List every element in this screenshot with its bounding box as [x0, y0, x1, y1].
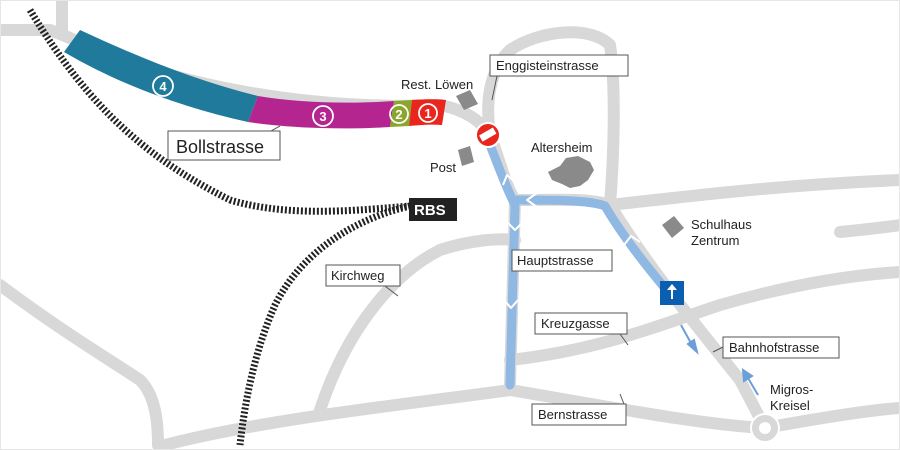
kirchweg-label: Kirchweg [331, 268, 384, 283]
bahnhofstrasse-box [722, 336, 840, 359]
segment-2-circle [389, 104, 409, 124]
segment-2-marker: 2 [389, 104, 409, 124]
hauptstrasse-box [511, 249, 613, 272]
bernstrasse-label: Bernstrasse [538, 407, 607, 422]
buildings [456, 90, 684, 238]
segment-1-number: 1 [424, 106, 431, 121]
railway-track-main [26, 8, 411, 215]
segment-4-marker: 4 [152, 75, 174, 97]
road-enggisteinstrasse [482, 26, 620, 211]
building-post-icon [458, 146, 474, 166]
leader-kirchweg [384, 285, 399, 297]
traffic-arrow-up-head [741, 368, 754, 383]
schulhaus-label-line2: Zentrum [691, 233, 739, 248]
leader-bahnhofstrasse [712, 346, 724, 353]
building-schulhaus-icon [662, 216, 684, 238]
segment-1-circle [418, 103, 438, 123]
leader-enggisteinstrasse [491, 75, 498, 101]
traffic-arrows [680, 324, 759, 396]
detour-arrow-4 [526, 192, 538, 208]
roundabout-island [759, 422, 771, 434]
railway [26, 8, 411, 446]
altersheim-label: Altersheim [531, 140, 592, 155]
building-rest-loewen-icon [456, 90, 478, 110]
detour-arrow-5 [623, 235, 641, 246]
segment-1 [409, 99, 446, 126]
enggisteinstrasse-box [489, 54, 629, 77]
post-label: Post [430, 160, 456, 175]
detour-arrow-1 [506, 221, 524, 231]
rbs-box [409, 198, 457, 221]
one-way-sign-icon [660, 281, 684, 305]
traffic-arrow-down-head [686, 338, 699, 355]
traffic-arrow-up-line [747, 377, 759, 396]
plain-labels: Rest. Löwen Post Altersheim Schulhaus Ze… [401, 77, 813, 413]
construction-segments: 4 3 2 1 [64, 30, 446, 129]
detour-arrows [502, 174, 641, 309]
no-entry-sign-bar [479, 127, 497, 142]
schulhaus-label-line1: Schulhaus [691, 217, 752, 232]
boxed-labels: Bollstrasse Enggisteinstrasse RBS Haupts… [167, 54, 840, 426]
segment-3-marker: 3 [312, 105, 334, 127]
rbs-label: RBS [414, 202, 446, 219]
detour-arrow-2 [503, 299, 519, 309]
bahnhofstrasse-label: Bahnhofstrasse [729, 340, 819, 355]
building-altersheim-icon [548, 156, 594, 188]
segment-3 [248, 96, 394, 129]
bernstrasse-box [531, 403, 627, 426]
bollstrasse-box [167, 130, 281, 161]
migros-label-line2: Kreisel [770, 398, 810, 413]
kirchweg-box [325, 264, 401, 287]
detour-bahnhofstrasse [600, 201, 673, 297]
segment-3-circle [312, 105, 334, 127]
detour-hauptstrasse [485, 140, 520, 390]
detour-arrow-3 [502, 174, 516, 186]
segment-3-number: 3 [319, 109, 326, 124]
road-left-diagonal [0, 279, 164, 450]
migros-label-line1: Migros- [770, 382, 813, 397]
kreuzgasse-label: Kreuzgasse [541, 316, 610, 331]
leader-bernstrasse [619, 393, 625, 405]
one-way-sign-arrow-head [667, 284, 677, 290]
segment-4-number: 4 [159, 79, 167, 94]
leader-kreuzgasse [619, 333, 629, 346]
roundabout-icon [750, 413, 780, 443]
hauptstrasse-label: Hauptstrasse [517, 253, 594, 268]
road-kirchweg [314, 233, 521, 416]
no-entry-sign-icon [475, 122, 501, 148]
rest-loewen-label: Rest. Löwen [401, 77, 473, 92]
road-far-right [834, 219, 900, 238]
road-upper-right [604, 174, 900, 211]
bollstrasse-label: Bollstrasse [176, 137, 264, 157]
segment-1-marker: 1 [418, 103, 438, 123]
segment-2-number: 2 [395, 107, 402, 122]
road-kreuzgasse [504, 266, 900, 366]
railway-track-branch [236, 202, 411, 446]
kreuzgasse-box [534, 312, 628, 335]
segment-4-circle [152, 75, 174, 97]
enggisteinstrasse-label: Enggisteinstrasse [496, 58, 599, 73]
